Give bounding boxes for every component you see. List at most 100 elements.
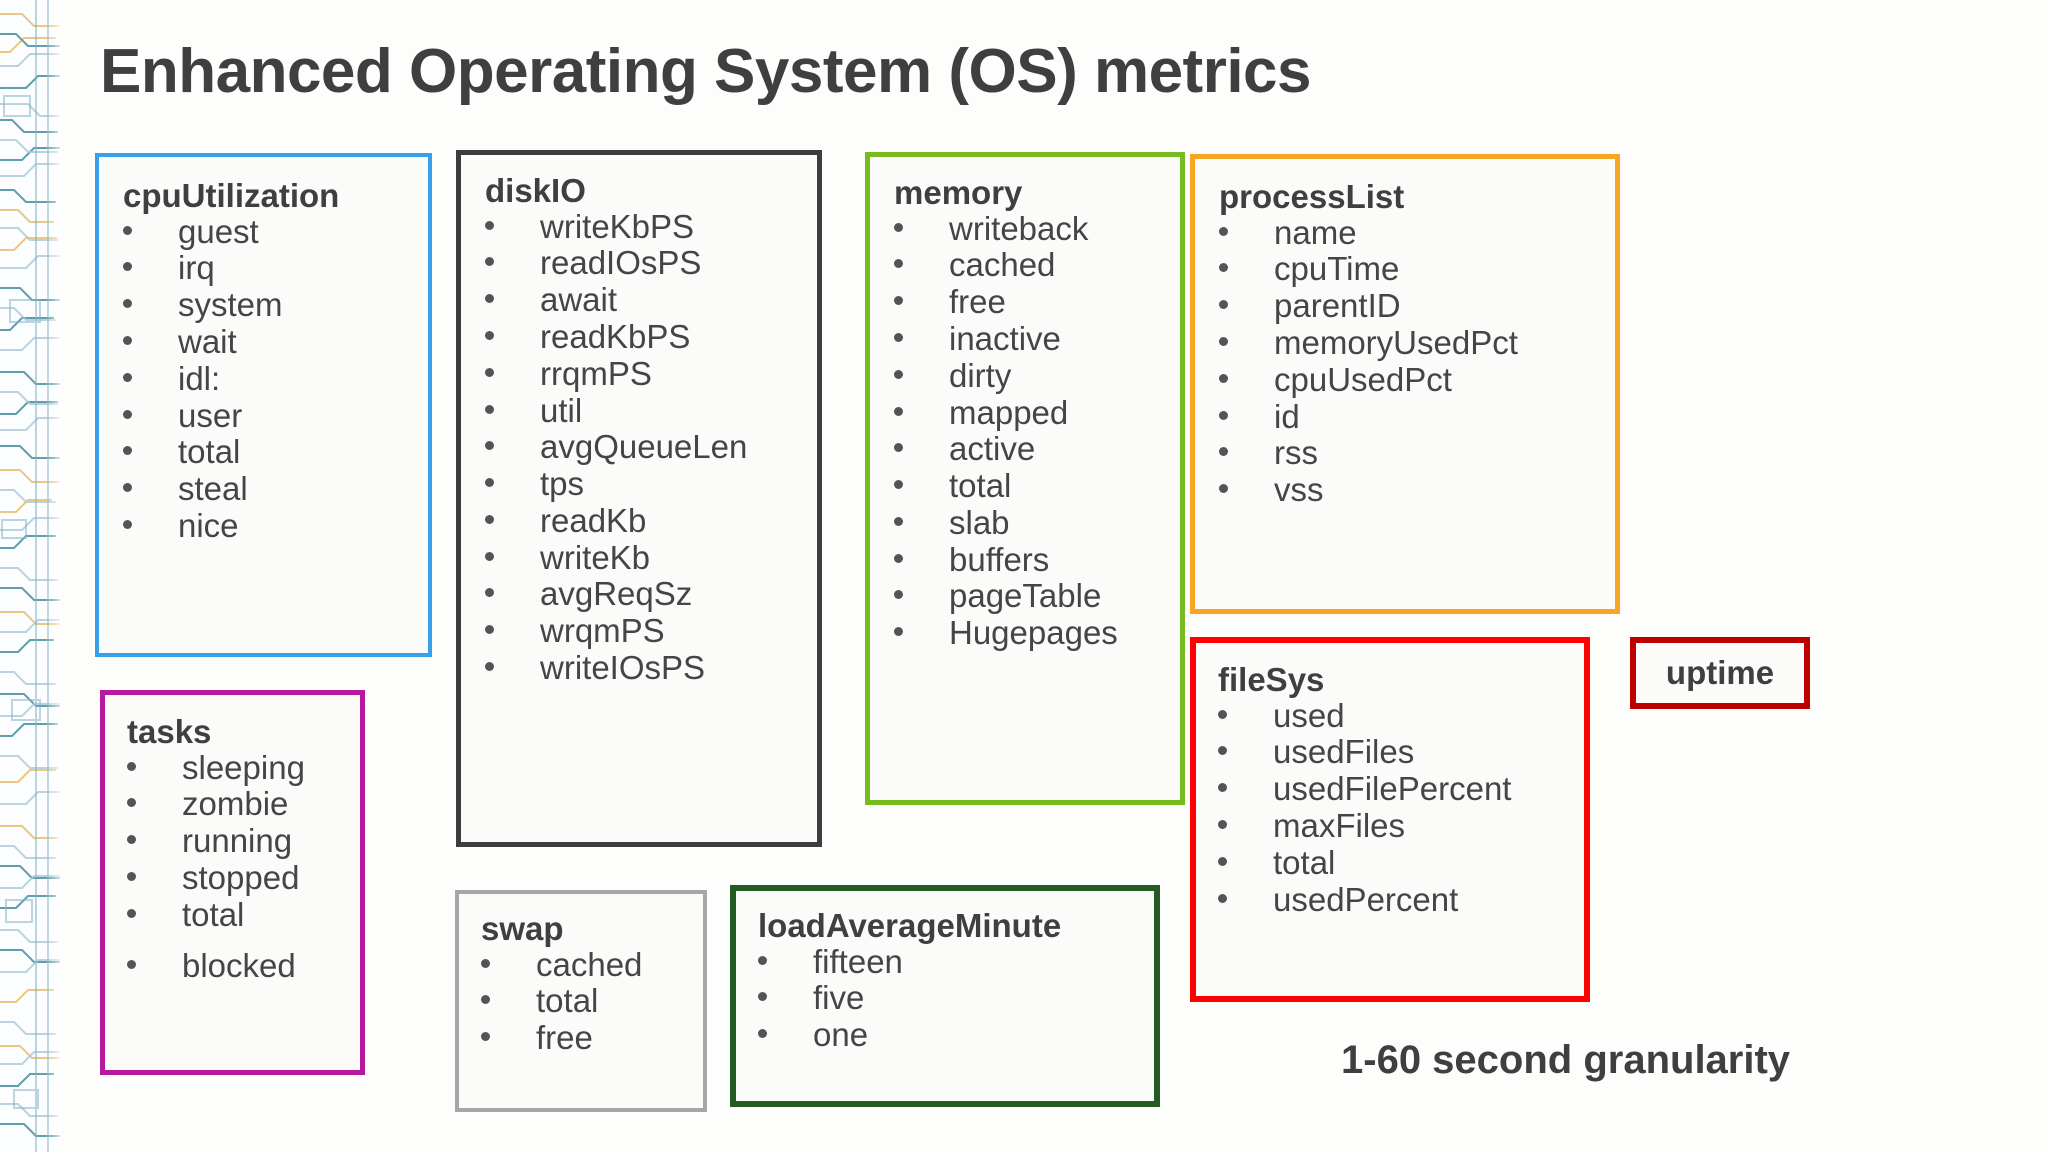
bullet-icon bbox=[894, 443, 903, 453]
list-item: name bbox=[1219, 214, 1615, 252]
list-item: avgQueueLen bbox=[485, 429, 817, 466]
list-item-label: util bbox=[540, 391, 583, 429]
list-item: stopped bbox=[127, 858, 360, 897]
bullet-icon bbox=[758, 955, 767, 965]
bullet-icon bbox=[485, 551, 494, 561]
bullet-icon bbox=[894, 590, 903, 600]
decorative-circuit-strip bbox=[0, 0, 62, 1152]
list-item-label: total bbox=[1273, 843, 1336, 881]
list-item-label: wait bbox=[178, 322, 237, 360]
bullet-icon bbox=[123, 483, 132, 493]
bullet-icon bbox=[1218, 819, 1227, 829]
list-item: free bbox=[894, 283, 1180, 321]
bullet-icon bbox=[485, 404, 494, 414]
bullet-icon bbox=[485, 478, 494, 488]
list-item-label: total bbox=[178, 433, 241, 471]
list-item: zombie bbox=[127, 786, 360, 823]
card-diskIO: diskIO writeKbPS readIOsPS await readKbP… bbox=[456, 150, 822, 847]
bullet-icon bbox=[485, 367, 494, 377]
list-item: id bbox=[1219, 398, 1615, 436]
list-item: total bbox=[481, 983, 703, 1020]
list-item-label: inactive bbox=[949, 319, 1061, 357]
list-item: slab bbox=[894, 504, 1180, 542]
list-item: util bbox=[485, 391, 817, 430]
list-item-label: memoryUsedPct bbox=[1274, 323, 1518, 361]
bullet-icon bbox=[1218, 746, 1227, 756]
list-item-label: one bbox=[813, 1016, 869, 1054]
list-item: guest bbox=[123, 213, 428, 251]
bullet-icon bbox=[894, 296, 903, 306]
list-item: vss bbox=[1219, 471, 1615, 509]
list-item: five bbox=[758, 980, 1154, 1017]
list-item-label: cached bbox=[536, 945, 643, 983]
list-item: cached bbox=[894, 247, 1180, 284]
bullet-icon bbox=[485, 257, 494, 267]
list-item-label: wrqmPS bbox=[540, 612, 665, 650]
list-item-label: pageTable bbox=[949, 577, 1102, 615]
bullet-icon bbox=[123, 409, 132, 419]
list-item-label: system bbox=[178, 286, 283, 324]
granularity-note: 1-60 second granularity bbox=[1341, 1038, 1791, 1082]
card-processList: processList name cpuTime parentID memory… bbox=[1190, 154, 1620, 614]
list-item: readKbPS bbox=[485, 318, 817, 356]
bullet-icon bbox=[127, 908, 136, 918]
list-item: parentID bbox=[1219, 287, 1615, 325]
list-item-label: free bbox=[949, 283, 1006, 321]
list-item-label: usedFilePercent bbox=[1273, 770, 1512, 808]
list-item: rrqmPS bbox=[485, 355, 817, 393]
bullet-icon bbox=[894, 259, 903, 269]
card-items-diskIO: writeKbPS readIOsPS await readKbPS rrqmP… bbox=[485, 208, 817, 687]
bullet-icon bbox=[485, 514, 494, 524]
card-title-memory: memory bbox=[894, 174, 1023, 211]
list-item-label: cached bbox=[949, 246, 1056, 284]
bullet-icon bbox=[485, 294, 494, 304]
list-item: fifteen bbox=[758, 943, 1154, 981]
list-item-label: avgQueueLen bbox=[540, 428, 748, 466]
list-item-label: vss bbox=[1274, 471, 1324, 509]
list-item: usedFilePercent bbox=[1218, 770, 1584, 808]
bullet-icon bbox=[123, 299, 132, 309]
list-item: system bbox=[123, 286, 428, 324]
bullet-icon bbox=[894, 332, 903, 342]
list-item-label: sleeping bbox=[182, 748, 305, 786]
list-item-label: stopped bbox=[182, 858, 300, 896]
list-item-label: rss bbox=[1274, 434, 1318, 472]
list-item: readKb bbox=[485, 502, 817, 540]
list-item: avgReqSz bbox=[485, 576, 817, 613]
list-item: pageTable bbox=[894, 578, 1180, 615]
bullet-icon bbox=[127, 798, 136, 808]
list-item: dirty bbox=[894, 357, 1180, 395]
list-item: used bbox=[1218, 697, 1584, 735]
bullet-icon bbox=[127, 835, 136, 845]
bullet-icon bbox=[485, 662, 494, 672]
bullet-icon bbox=[485, 441, 494, 451]
list-item-label: readIOsPS bbox=[540, 244, 702, 282]
list-item: total bbox=[127, 896, 360, 934]
list-item: one bbox=[758, 1016, 1154, 1054]
list-item: free bbox=[481, 1019, 703, 1057]
list-item-label: usedFiles bbox=[1273, 733, 1415, 771]
card-cpuUtilization: cpuUtilization guest irq system wait idl… bbox=[95, 153, 432, 657]
list-item-label: idl: bbox=[178, 359, 221, 397]
list-item-label: maxFiles bbox=[1273, 806, 1406, 844]
list-item-label: usedPercent bbox=[1273, 880, 1459, 918]
list-item-label: avgReqSz bbox=[540, 575, 693, 613]
bullet-icon bbox=[127, 871, 136, 881]
card-loadAverageMinute: loadAverageMinute fifteen five one bbox=[730, 885, 1160, 1107]
bullet-icon bbox=[1219, 484, 1228, 494]
bullet-icon bbox=[123, 225, 132, 235]
list-item: await bbox=[485, 281, 817, 319]
card-title-loadAverageMinute: loadAverageMinute bbox=[758, 907, 1062, 944]
card-title-tasks: tasks bbox=[127, 713, 212, 750]
bullet-icon bbox=[127, 761, 136, 771]
card-items-swap: cached total free bbox=[481, 945, 703, 1057]
bullet-icon bbox=[485, 625, 494, 635]
list-item: writeIOsPS bbox=[485, 649, 817, 687]
list-item-label: total bbox=[536, 982, 599, 1020]
bullet-icon bbox=[894, 553, 903, 563]
list-item: rss bbox=[1219, 435, 1615, 472]
list-item-label: mapped bbox=[949, 393, 1069, 431]
list-item-label: tps bbox=[540, 465, 585, 503]
card-items-memory: writeback cached free inactive dirty map… bbox=[894, 210, 1180, 652]
bullet-icon bbox=[1218, 856, 1227, 866]
